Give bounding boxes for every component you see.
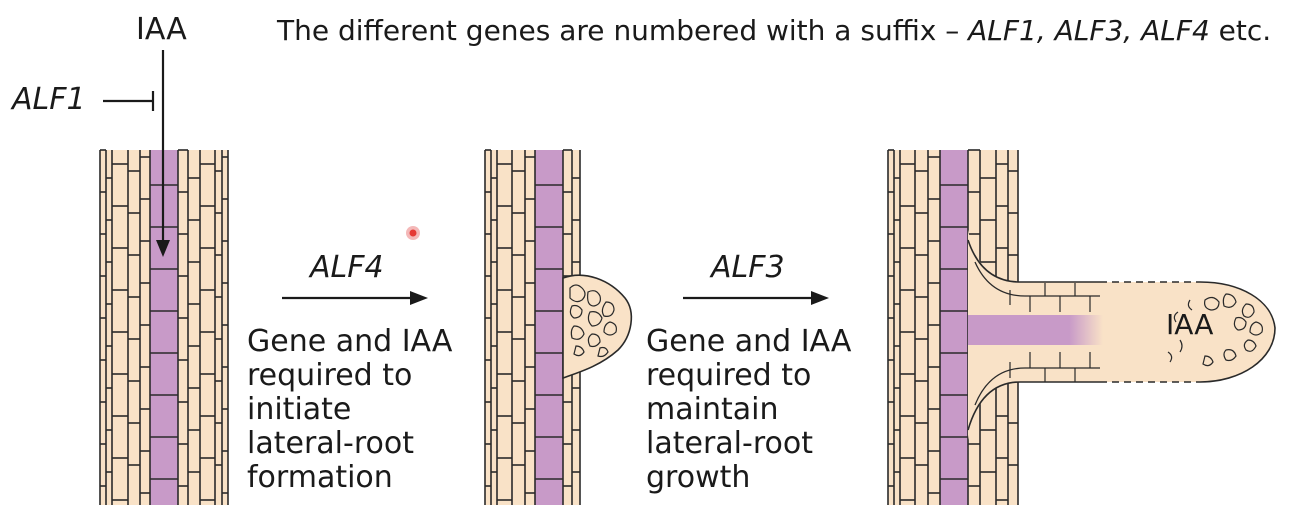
alf3-step-arrow (683, 291, 829, 305)
step-1-description: Gene and IAA required to initiate latera… (247, 325, 452, 495)
root-section-3 (887, 149, 1276, 505)
step-2-line: growth (646, 460, 751, 495)
step-1-line: formation (247, 460, 393, 495)
step-2-line: Gene and IAA (646, 324, 852, 359)
alf1-label: ALF1 (12, 82, 86, 117)
vascular-cylinder-2 (535, 150, 563, 505)
header-caption: The different genes are numbered with a … (277, 14, 1271, 47)
step-1-line: Gene and IAA (247, 324, 453, 359)
step-2-line: required to (646, 358, 812, 393)
caption-suffix: etc. (1209, 14, 1272, 47)
alf4-step-arrow (282, 291, 428, 305)
alf4-label: ALF4 (310, 250, 384, 285)
step-2-line: maintain (646, 392, 779, 427)
pointer-dot (406, 226, 420, 240)
alf3-label: ALF3 (711, 250, 785, 285)
root-section-1 (99, 50, 229, 505)
lateral-root-primordium (562, 274, 633, 380)
step-1-line: initiate (247, 392, 352, 427)
root-section-2 (484, 149, 633, 505)
caption-prefix: The different genes are numbered with a … (277, 14, 969, 47)
iaa-top-label: IAA (136, 12, 187, 47)
step-2-description: Gene and IAA required to maintain latera… (646, 325, 851, 495)
lateral-vascular-strand (968, 315, 1103, 345)
step-1-line: required to (247, 358, 413, 393)
vascular-cylinder-3 (940, 150, 968, 505)
emerged-lateral-root (967, 230, 1276, 440)
step-2-line: lateral-root (646, 426, 813, 461)
iaa-tip-label: IAA (1166, 308, 1214, 341)
caption-genes: ALF1, ALF3, ALF4 (968, 14, 1210, 47)
step-1-line: lateral-root (247, 426, 414, 461)
